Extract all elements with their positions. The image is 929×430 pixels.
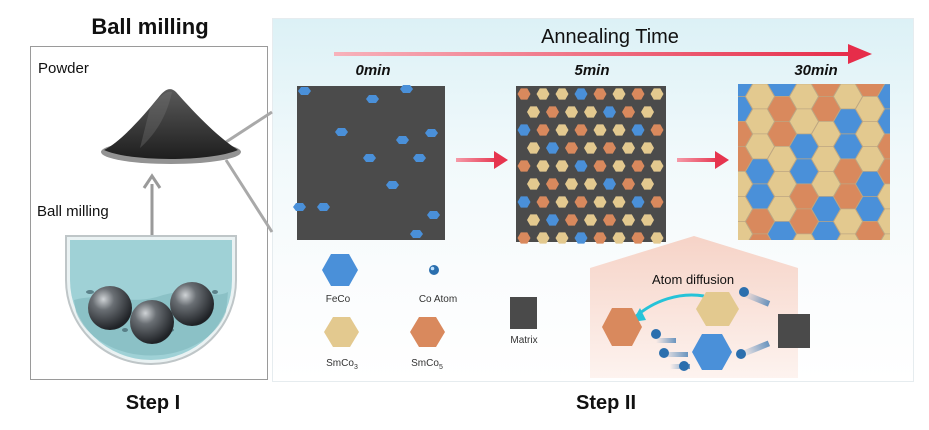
milling-jar-icon <box>65 235 237 365</box>
powder-pile-icon <box>101 89 241 164</box>
zoom-line-top <box>225 110 273 144</box>
smco3-legend-icon <box>324 317 359 347</box>
legend-smco5-label: SmCo5 <box>411 358 443 371</box>
step-2-label: Step II <box>575 392 636 414</box>
time-label-30min: 30min <box>794 62 838 79</box>
co-atom-legend-icon <box>429 265 439 275</box>
atom-diffusion-label: Atom diffusion <box>652 272 735 287</box>
legend <box>322 254 537 347</box>
annealing-time-arrow <box>334 44 872 64</box>
smco5-legend-icon <box>410 317 445 347</box>
legend-smco3-label: SmCo3 <box>326 358 358 371</box>
atom-diffusion-inset <box>590 236 810 378</box>
zoom-line-bottom <box>224 159 274 233</box>
microstructure-0min <box>293 85 445 240</box>
microstructure-30min <box>738 84 890 240</box>
legend-co-atom-label: Co Atom <box>418 294 458 305</box>
matrix-legend-icon <box>510 297 537 329</box>
feco-legend-icon <box>322 254 358 286</box>
ball-milling-title: Ball milling <box>91 14 209 39</box>
powder-label: Powder <box>38 60 89 77</box>
step-arrow-2 <box>677 151 729 169</box>
legend-matrix-label: Matrix <box>510 335 538 346</box>
time-label-0min: 0min <box>355 62 391 79</box>
step-arrow-1 <box>456 151 508 169</box>
legend-feco-label: FeCo <box>325 294 351 305</box>
annealing-time-label: Annealing Time <box>541 26 679 48</box>
microstructure-5min <box>516 86 666 244</box>
ball-milling-label: Ball milling <box>37 203 109 220</box>
time-label-5min: 5min <box>574 62 610 79</box>
step-1-label: Step I <box>125 392 181 414</box>
